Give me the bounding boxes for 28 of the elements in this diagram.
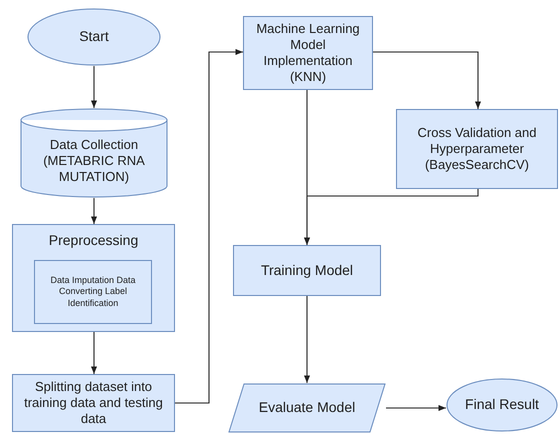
database-cylinder <box>20 108 168 198</box>
node-text: Evaluate Model <box>258 399 356 417</box>
arrow <box>386 404 446 412</box>
arrow <box>175 48 243 404</box>
process-box <box>233 245 381 296</box>
node-text: Data Collection (METABRIC RNA MUTATION) <box>42 136 146 186</box>
arrow <box>304 296 310 383</box>
process-box <box>396 109 558 189</box>
node-text: Splitting dataset into training data and testing data <box>24 378 164 428</box>
arrow <box>90 66 98 108</box>
start-ellipse <box>27 8 161 66</box>
arrow <box>304 189 479 245</box>
arrow <box>373 51 482 109</box>
terminal-ellipse <box>446 378 558 432</box>
arrow <box>90 198 98 224</box>
process-box <box>12 374 175 432</box>
node-text: Start <box>79 28 109 46</box>
data-parallelogram <box>228 383 386 433</box>
node-text: Machine Learning Model Implementation (KNN) <box>255 20 361 86</box>
process-box <box>12 224 175 332</box>
node-text: Final Result <box>465 396 539 414</box>
node-text: Preprocessing <box>48 232 138 250</box>
process-box <box>34 260 152 324</box>
arrow <box>90 332 98 374</box>
node-text: Cross Validation and Hyperparameter (BayesSearchCV) <box>416 124 538 174</box>
node-text: Training Model <box>260 262 354 280</box>
node-text: Data Imputation Data Converting Label Identification <box>50 275 136 309</box>
process-box <box>243 16 373 90</box>
